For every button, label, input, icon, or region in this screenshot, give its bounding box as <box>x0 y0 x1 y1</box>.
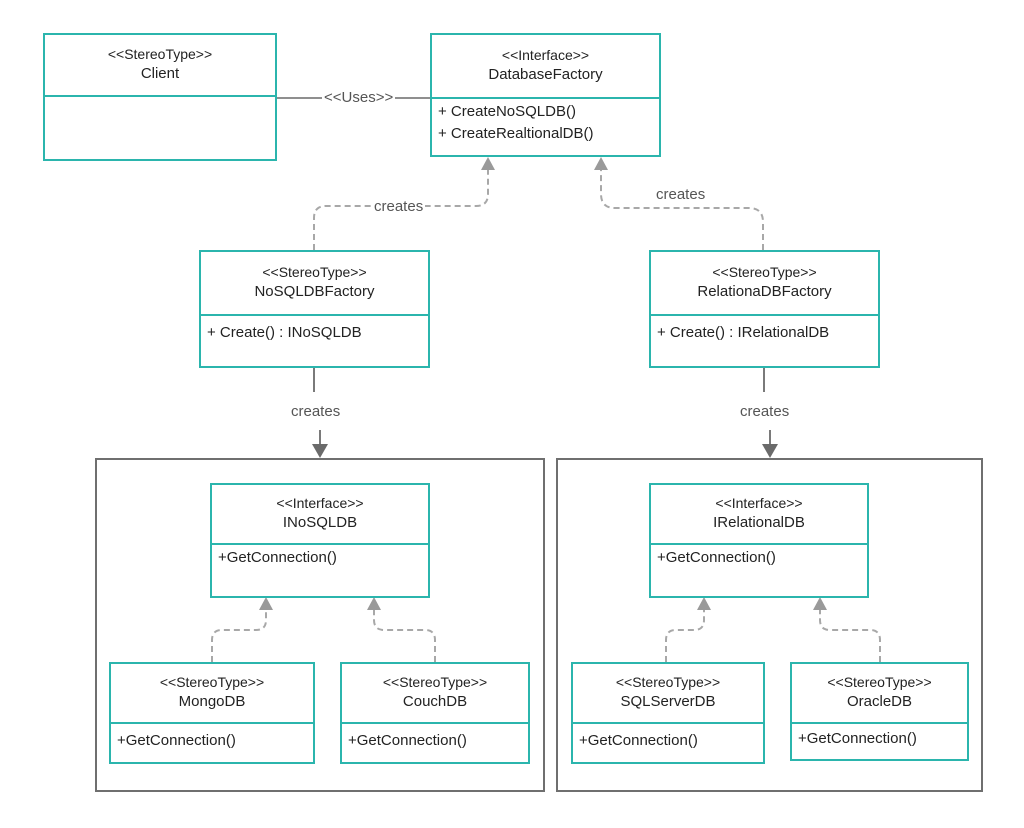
couchdb-class[interactable]: <<StereoType>> CouchDB +GetConnection() <box>340 662 530 764</box>
arrowhead-icon <box>259 597 273 610</box>
stereotype-label: <<Interface>> <box>276 495 364 511</box>
method-label: +GetConnection() <box>579 732 698 749</box>
creates-connector-relational-group <box>763 368 771 446</box>
stereotype-label: <<StereoType>> <box>615 674 721 690</box>
class-name: RelationaDBFactory <box>697 283 832 300</box>
nosql-group <box>95 458 545 792</box>
oracledb-class[interactable]: <<StereoType>> OracleDB +GetConnection() <box>790 662 969 761</box>
database-factory-class[interactable]: <<Interface>> DatabaseFactory + CreateNo… <box>430 33 661 157</box>
creates-connector-nosql-group <box>313 368 321 446</box>
uses-label: <<Uses>> <box>322 89 396 107</box>
method-label: + CreateRealtionalDB() <box>438 125 594 142</box>
stereotype-label: <<StereoType>> <box>382 674 488 690</box>
creates-label: creates <box>289 403 343 421</box>
method-label: +GetConnection() <box>657 549 776 566</box>
arrowhead-icon <box>813 597 827 610</box>
stereotype-label: <<Interface>> <box>501 47 590 63</box>
arrowhead-icon <box>312 444 328 458</box>
arrowhead-icon <box>367 597 381 610</box>
class-name: MongoDB <box>178 693 246 710</box>
creates-connector-relational-factory <box>600 170 764 250</box>
client-class[interactable]: <<StereoType>> Client <box>43 33 277 161</box>
stereotype-label: <<StereoType>> <box>159 674 265 690</box>
inosqldb-class[interactable]: <<Interface>> INoSQLDB +GetConnection() <box>210 483 430 598</box>
relational-factory-class[interactable]: <<StereoType>> RelationaDBFactory + Crea… <box>649 250 880 368</box>
class-name: INoSQLDB <box>282 514 358 531</box>
stereotype-label: <<StereoType>> <box>827 674 932 690</box>
nosql-factory-class[interactable]: <<StereoType>> NoSQLDBFactory + Create()… <box>199 250 430 368</box>
creates-label: creates <box>654 186 708 204</box>
method-label: + Create() : IRelationalDB <box>657 324 830 341</box>
method-label: + Create() : INoSQLDB <box>207 324 362 341</box>
stereotype-label: <<StereoType>> <box>712 264 817 280</box>
arrowhead-icon <box>594 157 608 170</box>
creates-label: creates <box>372 198 426 216</box>
method-label: +GetConnection() <box>218 549 337 566</box>
class-name: IRelationalDB <box>713 514 805 531</box>
class-name: CouchDB <box>402 693 468 710</box>
method-label: +GetConnection() <box>798 730 917 747</box>
stereotype-label: <<StereoType>> <box>107 46 213 62</box>
class-name: DatabaseFactory <box>488 66 603 83</box>
realize-connector-couchdb <box>373 610 436 662</box>
realize-connector-oracledb <box>819 610 881 662</box>
class-name: Client <box>140 65 180 82</box>
arrowhead-icon <box>481 157 495 170</box>
class-name: OracleDB <box>846 693 913 710</box>
stereotype-label: <<Interface>> <box>715 495 803 511</box>
arrowhead-icon <box>697 597 711 610</box>
stereotype-label: <<StereoType>> <box>262 264 367 280</box>
arrowhead-icon <box>762 444 778 458</box>
creates-label: creates <box>738 403 792 421</box>
mongodb-class[interactable]: <<StereoType>> MongoDB +GetConnection() <box>109 662 315 764</box>
sqlserverdb-class[interactable]: <<StereoType>> SQLServerDB +GetConnectio… <box>571 662 765 764</box>
class-name: SQLServerDB <box>620 693 716 710</box>
class-name: NoSQLDBFactory <box>254 283 375 300</box>
method-label: + CreateNoSQLDB() <box>438 103 576 120</box>
method-label: +GetConnection() <box>348 732 467 749</box>
realize-connector-mongodb <box>211 610 267 662</box>
relational-group <box>556 458 983 792</box>
method-label: +GetConnection() <box>117 732 236 749</box>
irelationaldb-class[interactable]: <<Interface>> IRelationalDB +GetConnecti… <box>649 483 869 598</box>
creates-connector-nosql-factory <box>313 170 489 250</box>
